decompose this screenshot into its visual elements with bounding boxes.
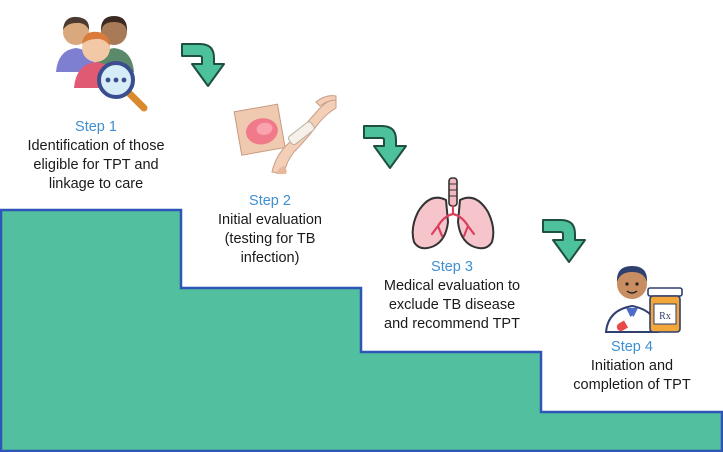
step-4-line-1: Initiation and bbox=[590, 358, 674, 374]
step-1: Step 1 Identification of those eligible … bbox=[8, 118, 184, 194]
step-2-line-3: infection) bbox=[240, 250, 300, 266]
doctor-prescription-icon: Rx bbox=[604, 266, 683, 333]
step-2-title: Step 2 bbox=[249, 193, 291, 209]
step-3-line-1: Medical evaluation to bbox=[383, 278, 521, 294]
step-3-line-2: exclude TB disease bbox=[388, 297, 516, 313]
step-3-line-3: and recommend TPT bbox=[384, 316, 520, 332]
skin-test-arm-icon bbox=[233, 95, 337, 174]
step-1-title: Step 1 bbox=[75, 119, 117, 135]
rx-label: Rx bbox=[659, 311, 671, 322]
people-search-icon bbox=[56, 16, 148, 112]
step-3: Step 3 Medical evaluation to exclude TB … bbox=[366, 258, 538, 334]
step-4-title: Step 4 bbox=[611, 339, 653, 355]
step-4: Step 4 Initiation and completion of TPT bbox=[555, 338, 709, 395]
step-2: Step 2 Initial evaluation (testing for T… bbox=[190, 192, 350, 268]
step-2-line-1: Initial evaluation bbox=[218, 212, 322, 228]
step-2-line-2: (testing for TB bbox=[224, 231, 316, 247]
step-3-title: Step 3 bbox=[431, 259, 473, 275]
step-1-line-1: Identification of those bbox=[27, 138, 165, 154]
arrow-step3-to-step4 bbox=[542, 219, 586, 263]
step-1-line-3: linkage to care bbox=[48, 176, 144, 192]
step-1-line-2: eligible for TPT and bbox=[33, 157, 159, 173]
arrow-step1-to-step2 bbox=[181, 43, 225, 87]
step-4-line-2: completion of TPT bbox=[573, 377, 691, 393]
arrow-step2-to-step3 bbox=[363, 125, 407, 169]
lungs-icon bbox=[411, 177, 495, 250]
staircase-shape bbox=[0, 208, 723, 452]
